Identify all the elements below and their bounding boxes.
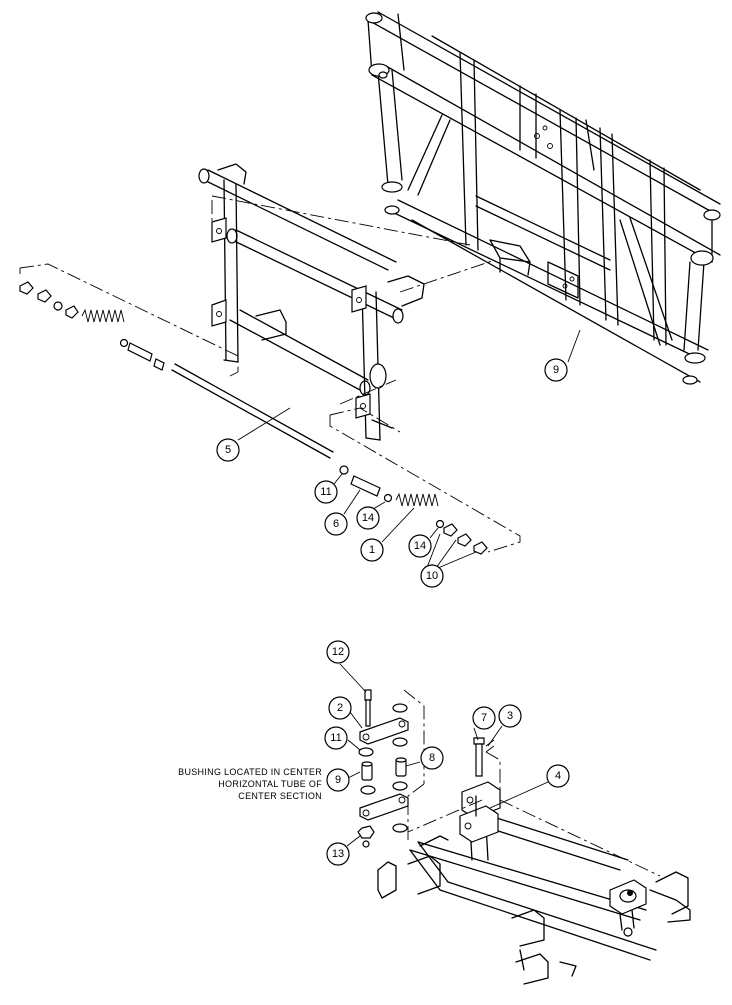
callout-11-bottom: 11 bbox=[324, 726, 348, 750]
callout-8: 8 bbox=[420, 746, 444, 770]
callout-2: 2 bbox=[328, 696, 352, 720]
spring-rod-assembly bbox=[19, 281, 488, 555]
svg-text:13: 13 bbox=[332, 848, 344, 860]
svg-text:1: 1 bbox=[369, 544, 375, 556]
callout-4: 4 bbox=[546, 764, 570, 788]
washer-left-1 bbox=[53, 301, 63, 311]
washer-left-2 bbox=[119, 338, 129, 348]
nut-10b bbox=[457, 533, 472, 547]
svg-text:5: 5 bbox=[225, 444, 231, 456]
svg-text:9: 9 bbox=[335, 774, 341, 786]
leader-lines-lower bbox=[339, 663, 549, 847]
sleeve-left bbox=[127, 342, 153, 362]
nut-10a bbox=[443, 523, 458, 537]
callout-5: 5 bbox=[216, 438, 240, 462]
spring-left bbox=[81, 308, 125, 323]
callout-9-top: 9 bbox=[544, 358, 568, 382]
svg-text:7: 7 bbox=[481, 712, 487, 724]
callout-13: 13 bbox=[326, 842, 350, 866]
link-hardware bbox=[357, 689, 495, 848]
callout-6: 6 bbox=[324, 512, 348, 536]
base-frame bbox=[377, 781, 691, 985]
svg-text:6: 6 bbox=[333, 518, 339, 530]
callout-14-bottom: 14 bbox=[408, 534, 432, 558]
bushing-note: BUSHING LOCATED IN CENTER HORIZONTAL TUB… bbox=[178, 767, 322, 801]
washer-11 bbox=[339, 465, 349, 475]
callout-9-bottom: 9 bbox=[326, 768, 350, 792]
callout-1: 1 bbox=[360, 538, 384, 562]
washer-14 bbox=[383, 493, 393, 503]
nut-10c bbox=[473, 541, 488, 555]
svg-text:3: 3 bbox=[507, 710, 513, 722]
callout-12: 12 bbox=[326, 640, 350, 664]
swing-arm-frame bbox=[198, 163, 425, 441]
spring-1 bbox=[395, 492, 439, 507]
callout-3: 3 bbox=[498, 704, 522, 728]
nut-left-3 bbox=[65, 305, 79, 319]
svg-text:9: 9 bbox=[553, 364, 559, 376]
note-line-2: HORIZONTAL TUBE OF bbox=[218, 779, 322, 789]
note-line-1: BUSHING LOCATED IN CENTER bbox=[178, 767, 322, 777]
rod-shaft bbox=[171, 369, 331, 459]
phantom-lines-upper bbox=[19, 195, 521, 553]
callout-14-top: 14 bbox=[356, 506, 380, 530]
svg-text:14: 14 bbox=[414, 540, 426, 552]
callout-10: 10 bbox=[420, 564, 444, 588]
callout-11-top: 11 bbox=[314, 480, 338, 504]
svg-text:12: 12 bbox=[332, 646, 344, 658]
svg-text:2: 2 bbox=[337, 702, 343, 714]
note-line-3: CENTER SECTION bbox=[238, 791, 322, 801]
svg-text:11: 11 bbox=[330, 732, 341, 744]
svg-text:14: 14 bbox=[362, 512, 374, 524]
svg-text:4: 4 bbox=[555, 770, 561, 782]
svg-text:8: 8 bbox=[429, 752, 435, 764]
sleeve-6 bbox=[350, 475, 381, 497]
nut-left-2 bbox=[37, 289, 52, 303]
boom-center-frame bbox=[365, 11, 721, 385]
svg-text:10: 10 bbox=[426, 570, 438, 582]
callout-7: 7 bbox=[472, 706, 496, 730]
svg-text:11: 11 bbox=[320, 486, 331, 498]
nut-left-1 bbox=[19, 281, 34, 295]
leader-lines-upper bbox=[237, 407, 477, 571]
washer-14b bbox=[435, 519, 445, 529]
phantom-lines-lower bbox=[403, 689, 661, 877]
